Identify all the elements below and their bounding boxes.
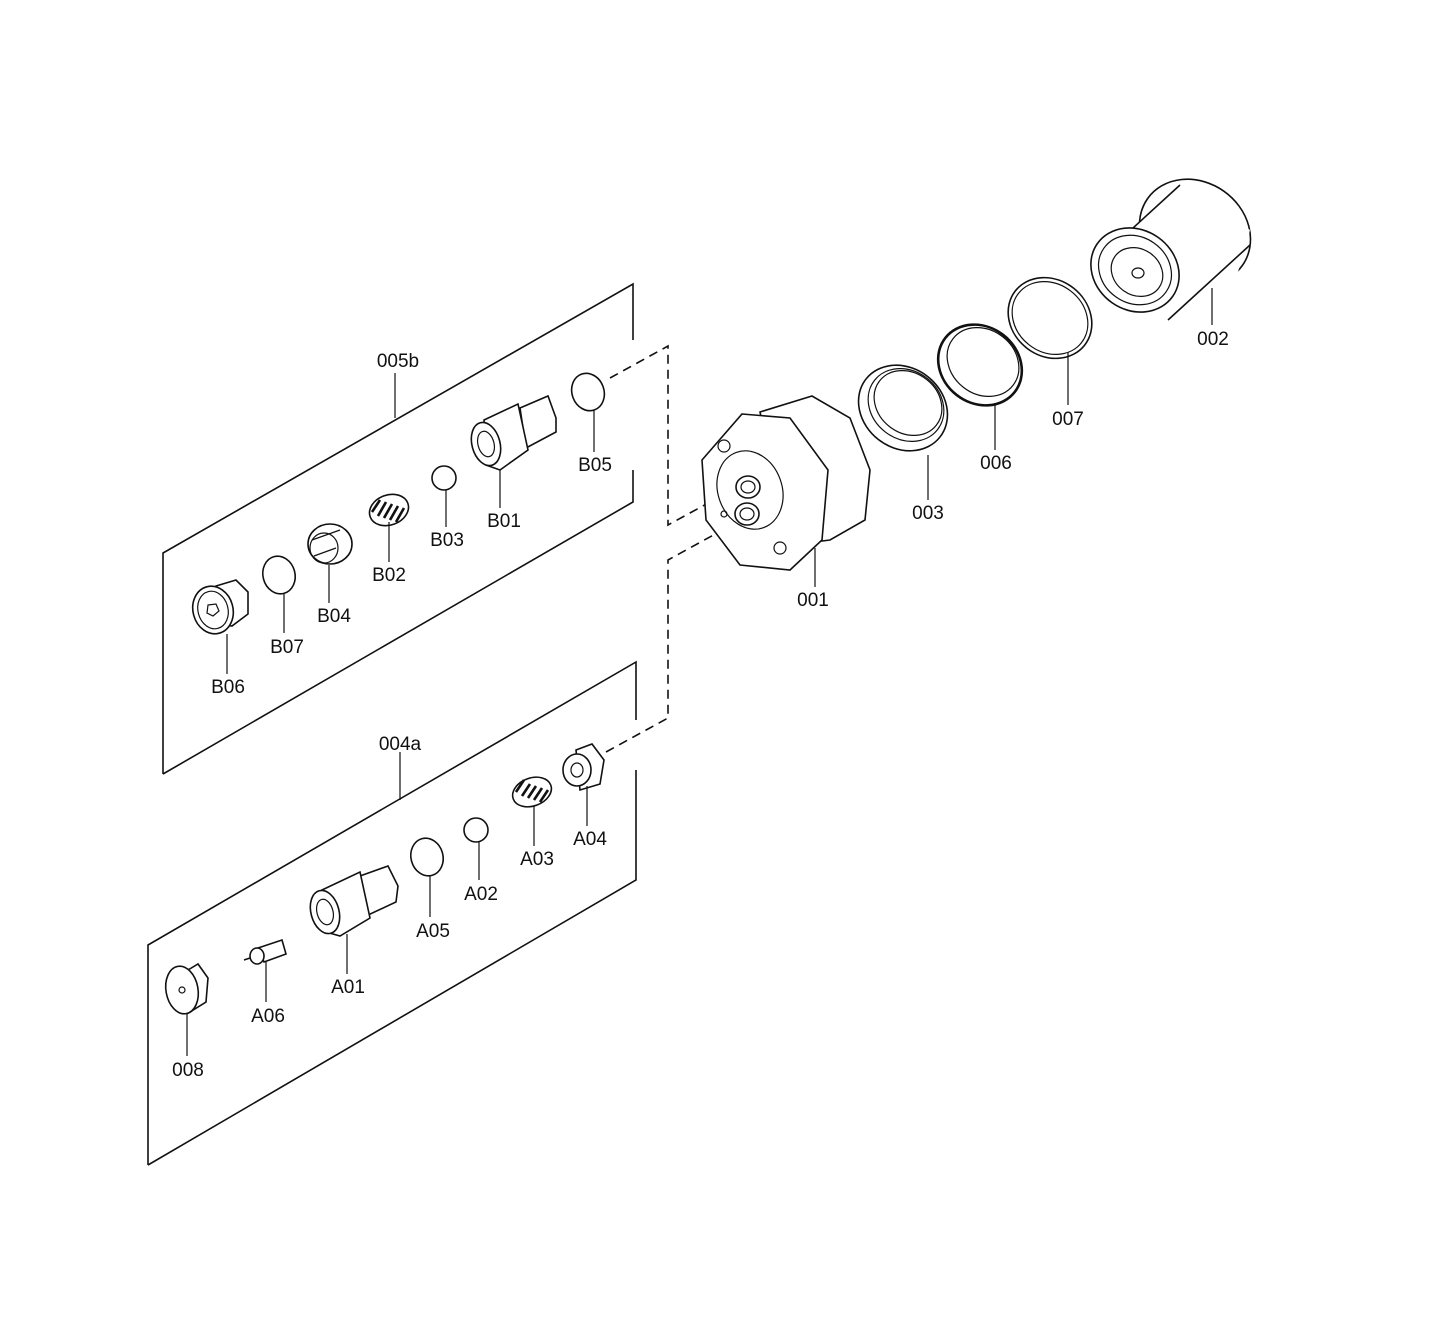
part-a05-oring [409,837,445,877]
label-b04: B04 [317,606,351,627]
part-b06-plug [191,579,249,635]
label-b05: B05 [578,455,612,476]
part-b07-oring [261,555,297,595]
part-b03-ball [431,465,457,491]
label-a06: A06 [251,1006,285,1027]
label-a05: A05 [416,921,450,942]
part-006-backup-ring [936,323,1024,407]
part-b02-spring [368,493,410,527]
part-a01-fitting [309,865,399,937]
group-005b-frame [162,282,634,775]
label-003: 003 [912,503,944,524]
part-b04-retainer [307,523,353,565]
part-003-seal-ring [857,364,949,452]
part-001-valve-body [701,395,871,571]
part-007-oring [1007,276,1093,360]
label-007: 007 [1052,409,1084,430]
label-a04: A04 [573,829,607,850]
part-b05-oring [570,372,606,412]
part-labels: 005b 004a 001 002 003 006 007 008 B01 B0… [172,329,1229,1081]
part-a06-grease-nipple [243,938,287,965]
label-a03: A03 [520,849,554,870]
group-004a-frame [147,660,637,1166]
label-001: 001 [797,590,829,611]
label-005b: 005b [377,351,419,372]
label-b01: B01 [487,511,521,532]
assembly-connection-lines [605,344,733,753]
part-a04-nut [562,743,605,792]
label-a01: A01 [331,977,365,998]
part-008-plug [164,962,209,1015]
label-b06: B06 [211,677,245,698]
part-002-cylinder [1090,178,1252,321]
part-a03-spring [511,776,553,808]
label-006: 006 [980,453,1012,474]
leader-lines [186,288,1213,1056]
label-b07: B07 [270,637,304,658]
label-002: 002 [1197,329,1229,350]
label-004a: 004a [379,734,422,755]
part-b01-fitting [470,394,557,471]
part-a02-ball [463,817,489,843]
label-b02: B02 [372,565,406,586]
label-008: 008 [172,1060,204,1081]
label-b03: B03 [430,530,464,551]
label-a02: A02 [464,884,498,905]
